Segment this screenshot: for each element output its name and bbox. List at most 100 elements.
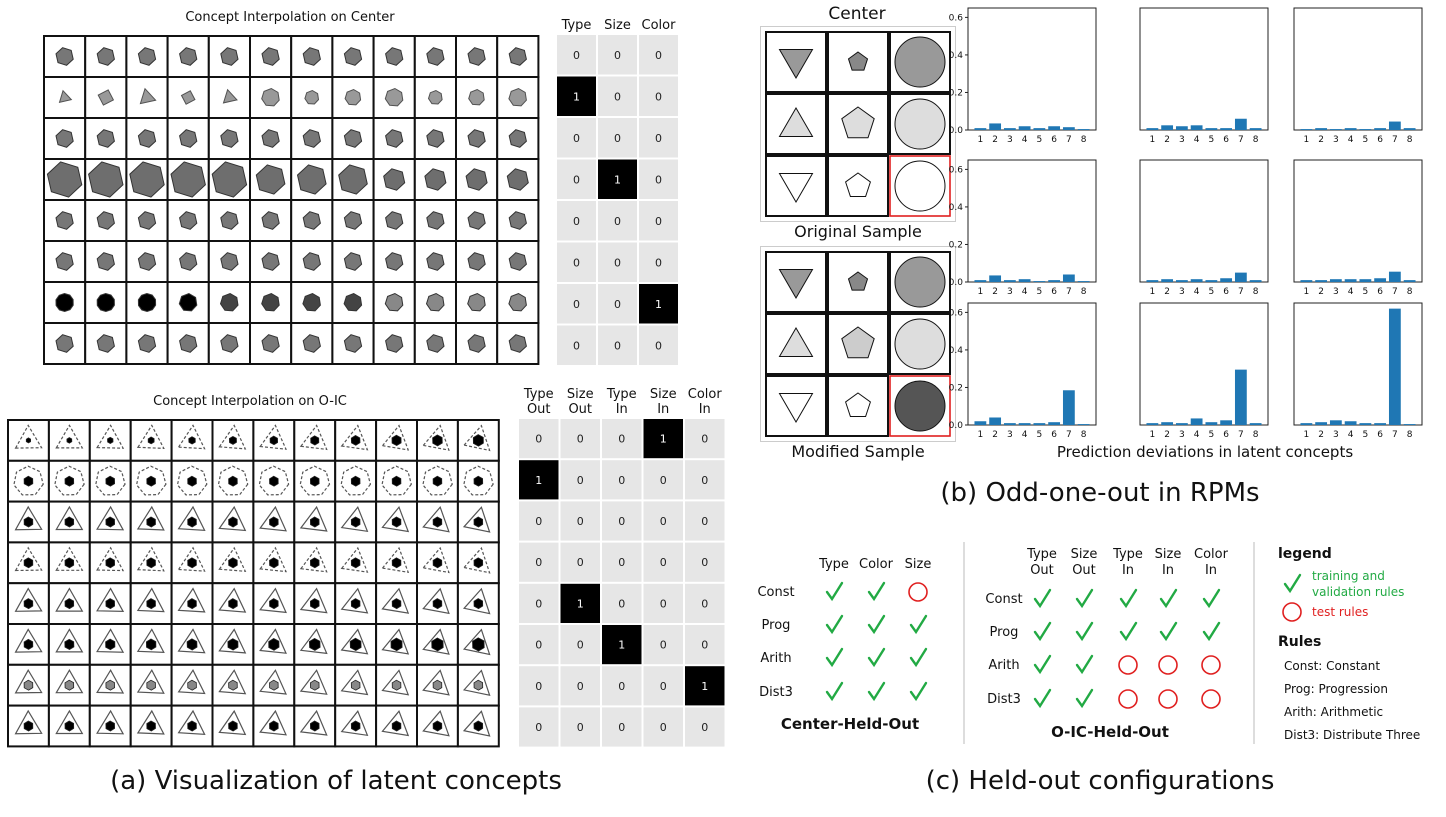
- matrix-cell: [643, 419, 683, 459]
- inner-shape: [228, 720, 238, 732]
- x-tick-label: 8: [1081, 287, 1087, 297]
- x-tick-label: 1: [978, 430, 984, 440]
- x-tick-label: 7: [1392, 287, 1398, 297]
- matrix-cell: [685, 666, 725, 706]
- matrix-value: 0: [660, 597, 667, 610]
- inner-shape: [186, 638, 198, 651]
- check-icon: [1033, 621, 1052, 642]
- circle-icon: [1201, 689, 1221, 709]
- shape-glyph: [467, 252, 486, 271]
- modified-sample-label: Modified Sample: [791, 442, 925, 461]
- outer-shape: [259, 709, 287, 736]
- inner-shape: [23, 557, 34, 569]
- inner-shape: [269, 516, 279, 528]
- outer-shape: [340, 587, 369, 614]
- outer-shape: [96, 505, 125, 531]
- matrix-cell: [519, 501, 559, 541]
- check-icon: [1159, 588, 1178, 609]
- shape-glyph: [137, 292, 157, 313]
- matrix-value: 1: [701, 680, 708, 693]
- x-tick-label: 8: [1407, 287, 1413, 297]
- circle-shape: [894, 256, 946, 308]
- subplot-frame: [1293, 159, 1423, 283]
- matrix-value: 0: [573, 298, 580, 311]
- subplot-frame: [1293, 302, 1423, 426]
- circle-shape: [894, 36, 946, 88]
- oic-col-header: In: [1122, 563, 1134, 578]
- matrix-value: 0: [535, 515, 542, 528]
- shape-glyph: [508, 129, 527, 148]
- inner-shape: [187, 516, 197, 528]
- x-tick-label: 7: [1066, 287, 1072, 297]
- bar: [989, 275, 1002, 282]
- inner-shape: [269, 435, 279, 446]
- matrix-value: 0: [701, 639, 708, 652]
- matrix-value: 0: [577, 680, 584, 693]
- outer-shape: [55, 669, 84, 694]
- matrix-cell: [602, 542, 642, 582]
- matrix-cell: [560, 542, 600, 582]
- shape-glyph: [222, 88, 238, 104]
- outer-shape: [259, 505, 287, 532]
- matrix-cell: [560, 419, 600, 459]
- matrix-cell: [560, 501, 600, 541]
- bar: [1388, 271, 1401, 282]
- outer-shape: [14, 709, 43, 735]
- x-tick-label: 7: [1238, 430, 1244, 440]
- inner-shape: [432, 434, 443, 447]
- inner-shape: [146, 516, 156, 528]
- x-tick-label: 3: [1179, 430, 1185, 440]
- shape-glyph: [302, 47, 321, 66]
- shape-glyph: [220, 47, 239, 66]
- inner-shape: [228, 557, 238, 569]
- oic-col-header: Out: [1072, 563, 1096, 578]
- outer-shape: [422, 710, 450, 737]
- x-tick-label: 7: [1066, 430, 1072, 440]
- triangle-shape: [778, 173, 814, 203]
- bar: [1205, 280, 1218, 282]
- matrix-cell: [643, 542, 683, 582]
- check-icon: [1119, 621, 1138, 642]
- inner-shape: [187, 720, 197, 732]
- x-tick-label: 5: [1209, 135, 1215, 145]
- bar: [1205, 128, 1218, 130]
- inner-shape: [105, 679, 116, 691]
- rule-item: Arith: Arithmetic: [1284, 705, 1383, 719]
- inner-shape: [228, 475, 238, 487]
- rule-item: Prog: Progression: [1284, 682, 1388, 696]
- check-icon: [825, 681, 844, 702]
- center-row-label: Prog: [762, 618, 791, 633]
- oic-col-header: Size: [1071, 547, 1098, 562]
- inner-shape: [228, 516, 238, 528]
- shape-glyph: [220, 334, 239, 353]
- inner-shape: [391, 475, 402, 487]
- matrix-cell: [602, 583, 642, 623]
- inner-shape: [25, 437, 32, 444]
- matrix-value: 0: [573, 339, 580, 352]
- bar: [1315, 128, 1328, 130]
- x-tick-label: 8: [1253, 135, 1259, 145]
- y-tick-label: 0.4: [949, 51, 964, 61]
- outer-shape: [218, 424, 247, 450]
- bar: [1033, 128, 1046, 130]
- inner-shape: [268, 638, 280, 651]
- shape-glyph: [220, 211, 239, 230]
- bar: [1062, 274, 1075, 282]
- shape-glyph: [467, 334, 486, 353]
- matrix-cell: [639, 118, 678, 158]
- matrix-value: 0: [655, 339, 662, 352]
- bar: [1048, 280, 1061, 282]
- bar: [1077, 424, 1090, 425]
- outer-shape: [136, 424, 165, 450]
- subplot-frame: [967, 159, 1097, 283]
- shape-glyph: [467, 129, 486, 148]
- shape-glyph: [96, 47, 115, 66]
- bar: [1077, 281, 1090, 282]
- bar: [1388, 121, 1401, 130]
- outer-shape: [381, 587, 410, 614]
- oic-row-label: Const: [985, 592, 1022, 607]
- outer-shape: [55, 505, 84, 531]
- center-row-label: Const: [757, 585, 794, 600]
- circle-icon: [908, 582, 928, 602]
- bar: [974, 280, 987, 282]
